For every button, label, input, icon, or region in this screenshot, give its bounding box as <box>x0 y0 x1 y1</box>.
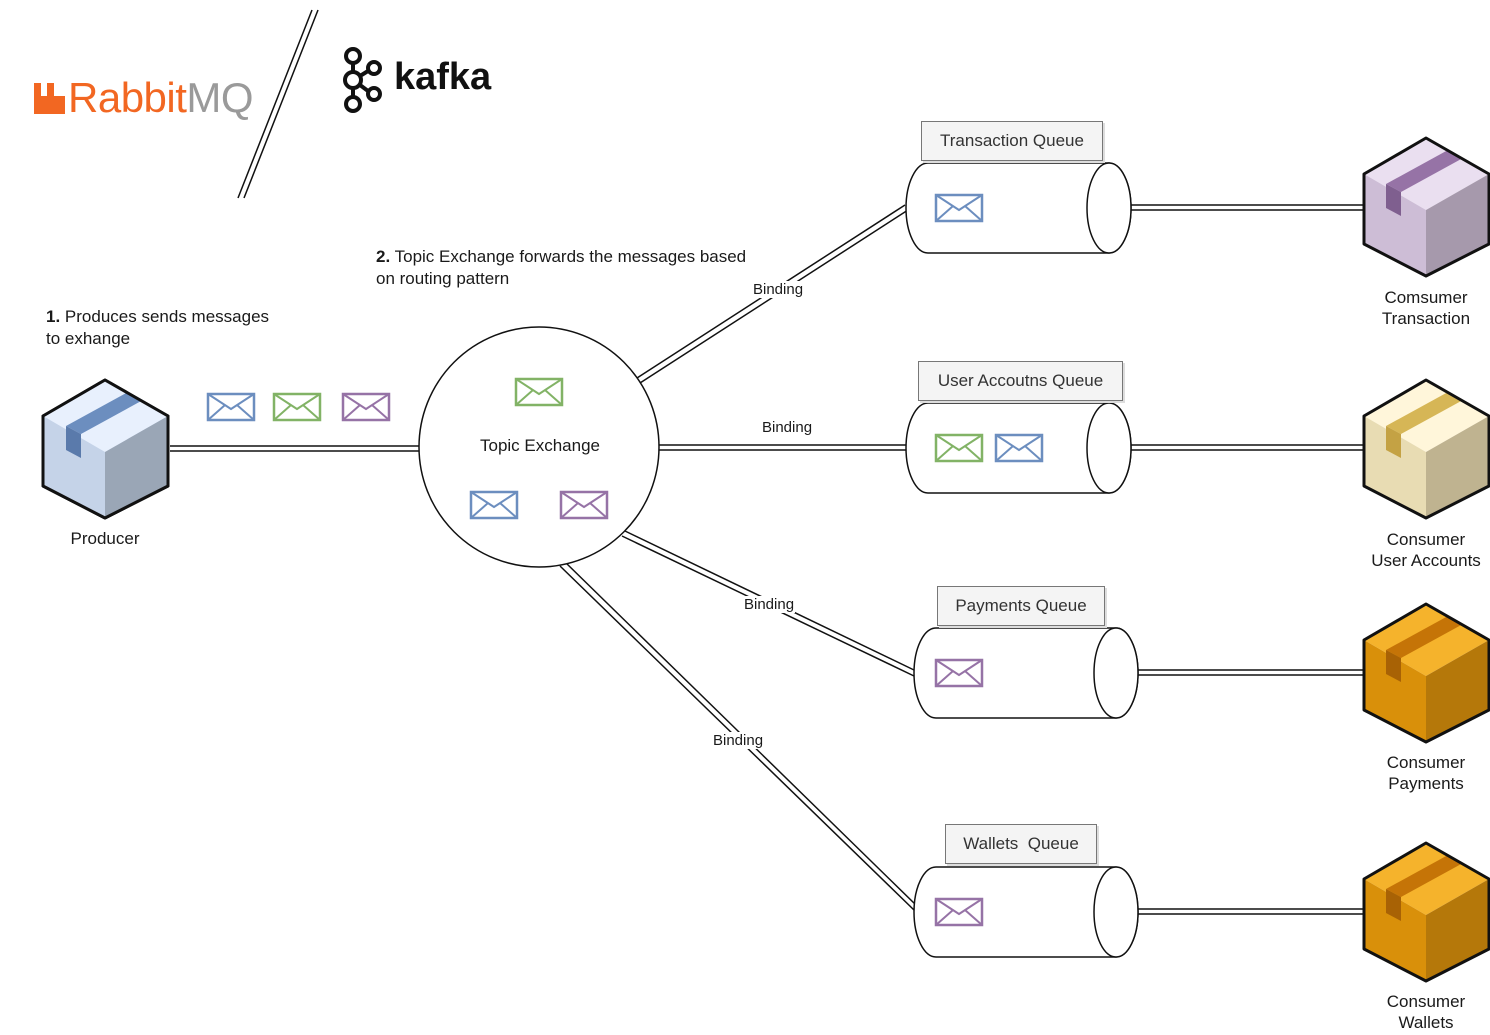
step-text: Topic Exchange forwards the messages bas… <box>376 247 747 288</box>
producer-label: Producer <box>70 529 140 548</box>
rabbitmq-logo: RabbitMQ <box>68 74 254 121</box>
consumer-accounts-box-icon <box>1362 378 1490 520</box>
step-number: 2. <box>376 247 391 266</box>
topic-exchange-node <box>418 326 660 568</box>
green-envelope-icon <box>934 433 984 463</box>
consumer-label-wallets: Consumer Wallets <box>1386 992 1466 1032</box>
blue-envelope-icon <box>206 392 256 422</box>
kafka-logo-text: kafka <box>394 56 492 98</box>
consumer-payments-box-icon <box>1362 602 1490 744</box>
rabbitmq-logo-text: Rabbit <box>68 74 187 121</box>
wallets-queue-cylinder <box>913 866 1139 958</box>
payments-queue-cylinder <box>913 627 1139 719</box>
producer-messages <box>206 392 391 422</box>
green-envelope-icon <box>272 392 322 422</box>
binding-label-wallets: Binding <box>712 732 765 749</box>
step-number: 1. <box>46 307 61 326</box>
blue-envelope-icon <box>994 433 1044 463</box>
binding-label-payments: Binding <box>743 596 796 613</box>
consumer-wallets-box-icon <box>1362 841 1490 983</box>
purple-envelope-icon <box>934 658 984 688</box>
accounts-queue-cylinder <box>905 402 1132 494</box>
rabbitmq-logo-mq-text: MQ <box>186 74 254 121</box>
purple-envelope-icon <box>559 490 609 520</box>
consumer-label-payments: Consumer Payments <box>1386 753 1466 793</box>
blue-envelope-icon <box>469 490 519 520</box>
consumer-label-accounts: Consumer User Accounts <box>1371 530 1481 570</box>
queue-label-accounts: User Accoutns Queue <box>918 361 1123 401</box>
step-1-annotation: 1. Produces sends messages to exhange <box>46 306 286 350</box>
connectors <box>170 204 1364 915</box>
queue-label-transaction: Transaction Queue <box>921 121 1103 161</box>
blue-envelope-icon <box>934 193 984 223</box>
consumer-label-transaction: Comsumer Transaction <box>1381 288 1471 328</box>
queue-label-payments: Payments Queue <box>937 586 1105 626</box>
exchange-label: Topic Exchange <box>479 436 601 455</box>
purple-envelope-icon <box>341 392 391 422</box>
kafka-logo-mark <box>343 47 382 113</box>
producer-box-icon <box>41 378 170 520</box>
step-2-annotation: 2. Topic Exchange forwards the messages … <box>376 246 756 290</box>
purple-envelope-icon <box>934 897 984 927</box>
rabbitmq-logo-mark <box>34 83 65 114</box>
step-text: Produces sends messages to exhange <box>46 307 270 348</box>
logo-separator <box>237 9 319 199</box>
binding-label-accounts: Binding <box>761 419 814 436</box>
consumer-transaction-box-icon <box>1362 136 1490 278</box>
queue-label-wallets: Wallets Queue <box>945 824 1097 864</box>
binding-label-transaction: Binding <box>752 281 805 298</box>
transaction-queue-cylinder <box>905 162 1132 254</box>
green-envelope-icon <box>514 377 564 407</box>
